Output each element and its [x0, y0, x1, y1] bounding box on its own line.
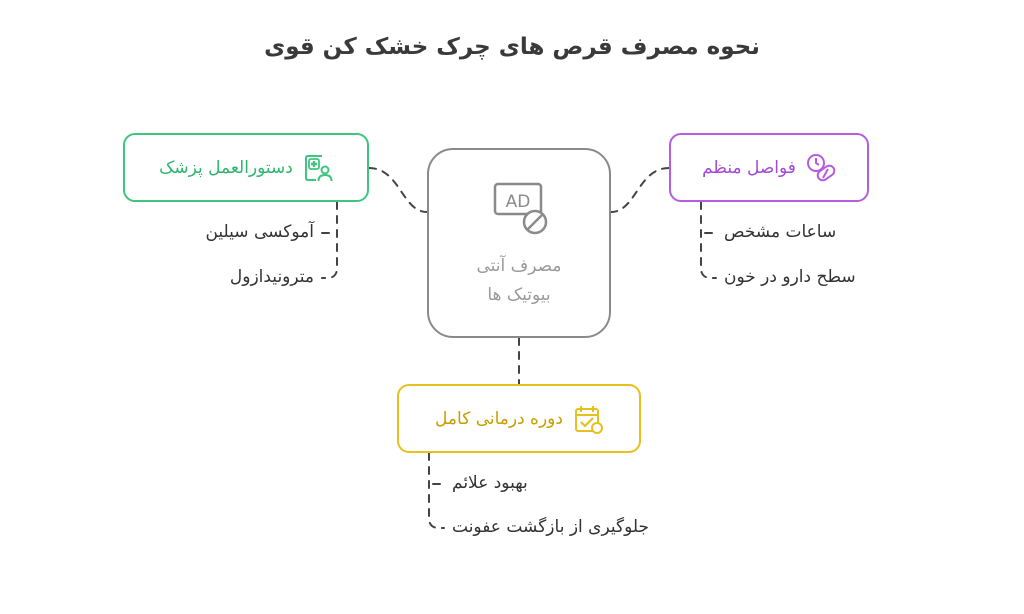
connector-protocol-center — [368, 167, 428, 213]
intervals-item-2: سطح دارو در خون — [724, 267, 856, 287]
course-label: دوره درمانی کامل — [435, 408, 563, 429]
protocol-label: دستورالعمل پزشک — [159, 157, 293, 178]
ad-block-icon: AD — [493, 182, 548, 235]
protocol-item-1: آموکسی سیلین — [205, 222, 314, 242]
center-label: مصرف آنتی بیوتیک ها — [429, 252, 609, 310]
clock-pill-icon — [806, 153, 836, 181]
course-item-1: بهبود علائم — [452, 473, 528, 493]
center-label-line-1: مصرف آنتی — [476, 256, 562, 276]
course-node: دوره درمانی کامل — [397, 384, 641, 453]
diagram-title: نحوه مصرف قرص های چرک خشک کن قوی — [264, 34, 760, 60]
svg-text:AD: AD — [506, 192, 531, 212]
intervals-item-1: ساعات مشخص — [724, 222, 837, 242]
protocol-item-2: مترونیدازول — [229, 267, 314, 287]
calendar-check-icon — [574, 405, 603, 434]
protocol-node: دستورالعمل پزشک — [123, 133, 369, 202]
intervals-node: فواصل منظم — [669, 133, 869, 202]
connector-intervals-center — [610, 167, 670, 213]
center-label-line-2: بیوتیک ها — [487, 285, 551, 305]
course-item-2: جلوگیری از بازگشت عفونت — [452, 517, 649, 537]
connector-intervals-items — [700, 201, 717, 279]
medical-document-user-icon — [304, 154, 333, 181]
connector-protocol-items — [321, 201, 338, 279]
connector-course-items — [428, 452, 445, 529]
center-node: AD مصرف آنتی بیوتیک ها — [427, 148, 611, 338]
intervals-label: فواصل منظم — [702, 157, 796, 178]
